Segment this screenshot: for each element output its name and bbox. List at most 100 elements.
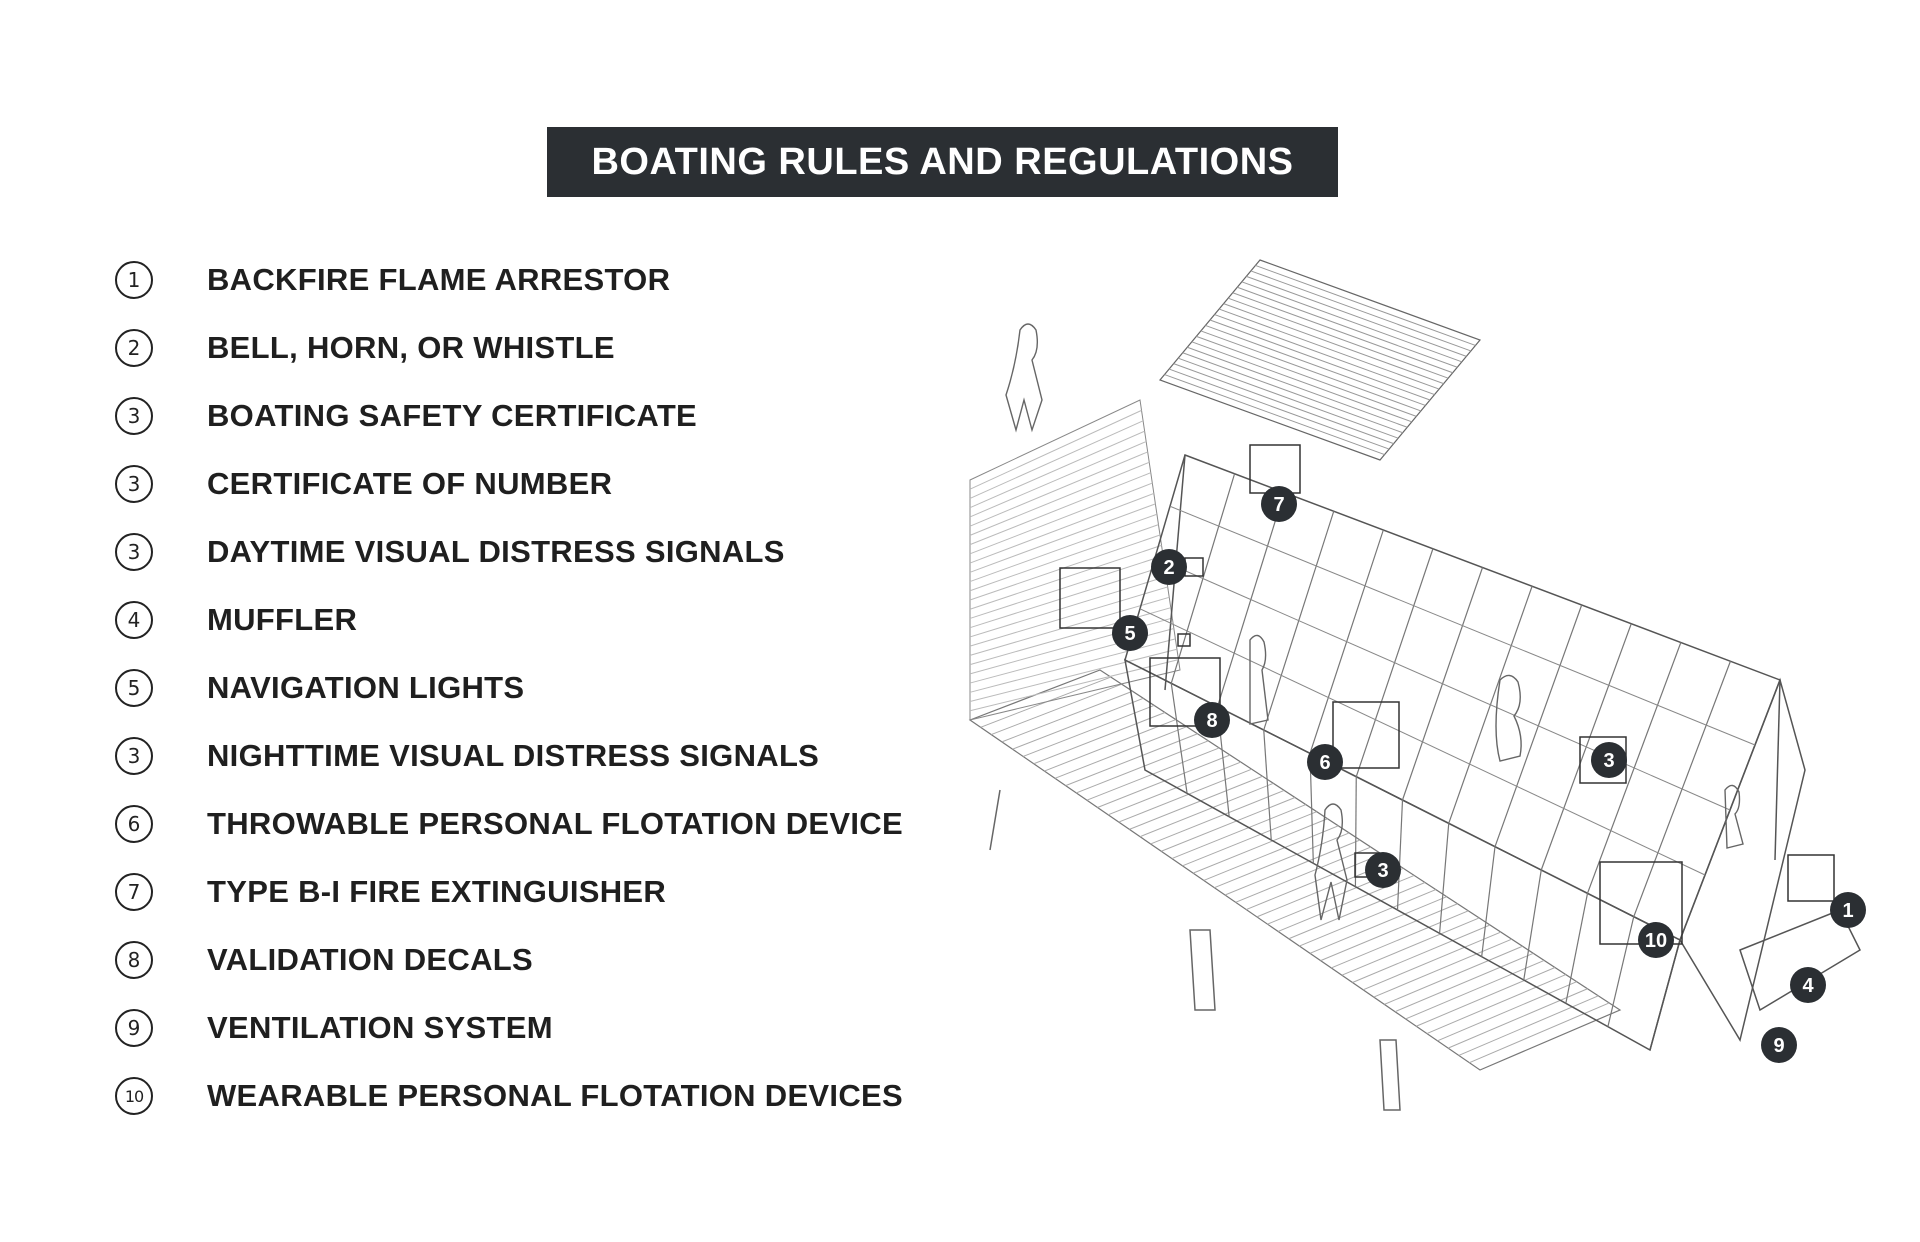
line-stroke [1150, 789, 1285, 845]
marker-circle [1112, 615, 1148, 651]
legend-label: CERTIFICATE OF NUMBER [207, 466, 613, 501]
line-stroke [1481, 846, 1496, 957]
line-stroke [1154, 557, 1731, 811]
legend-number: 9 [115, 1009, 153, 1047]
line-stroke [1309, 896, 1447, 954]
line-stroke [991, 683, 1122, 736]
legend-item: 4 MUFFLER [115, 598, 357, 642]
line-stroke [1203, 825, 1339, 881]
marker-number: 10 [1645, 930, 1667, 952]
callout-marker: 3 [1365, 852, 1401, 888]
line-stroke [1447, 988, 1588, 1049]
line-stroke [1235, 846, 1372, 903]
line-stroke [969, 461, 1150, 536]
line-stroke [1107, 761, 1242, 816]
line-stroke [1331, 910, 1469, 969]
line-stroke [969, 648, 1178, 703]
line-stroke [1352, 924, 1491, 983]
line-stroke [1218, 308, 1440, 390]
legend-number: 8 [115, 941, 153, 979]
line-stroke [1232, 292, 1453, 374]
legend-number: 4 [115, 601, 153, 639]
line-stroke [1426, 974, 1567, 1035]
line-stroke [1164, 374, 1385, 456]
legend-number: 6 [115, 805, 153, 843]
line-stroke [1394, 952, 1534, 1013]
line-stroke [969, 441, 1147, 518]
lower-deck [968, 669, 1622, 1071]
legend-number: 3 [115, 465, 153, 503]
page-title: BOATING RULES AND REGULATIONS [547, 127, 1338, 197]
legend-item: 5 NAVIGATION LIGHTS [115, 666, 524, 710]
line-stroke [1169, 505, 1756, 746]
roof-deck [1158, 259, 1482, 461]
line-stroke [1118, 768, 1252, 823]
legend-label: TYPE B-I FIRE EXTINGUISHER [207, 874, 667, 909]
line-stroke [969, 503, 1156, 573]
line-stroke [1224, 839, 1361, 896]
line-stroke [1139, 782, 1274, 838]
legend-label: VALIDATION DECALS [207, 942, 533, 977]
line-stroke [1022, 704, 1155, 757]
roof-panels [1139, 505, 1756, 876]
line-stroke [1191, 341, 1412, 423]
left-deck [969, 399, 1181, 721]
line-stroke [969, 555, 1164, 619]
line-stroke [969, 544, 1162, 610]
line-stroke [969, 586, 1168, 647]
line-stroke [1228, 297, 1449, 379]
callout-boxes [1059, 444, 1835, 945]
legend-item: 6 THROWABLE PERSONAL FLOTATION DEVICE [115, 802, 903, 846]
legend-number: 2 [115, 329, 153, 367]
marker-circle [1761, 1027, 1797, 1063]
support-posts [989, 789, 1401, 1111]
legend-label: BELL, HORN, OR WHISTLE [207, 330, 615, 365]
callout-marker: 6 [1307, 744, 1343, 780]
callout-marker: 4 [1790, 967, 1826, 1003]
line-stroke [1241, 281, 1462, 363]
line-stroke [1173, 363, 1394, 445]
line-stroke [1373, 938, 1512, 998]
line-stroke [1187, 346, 1408, 428]
line-stroke [969, 524, 1159, 592]
line-stroke [1438, 823, 1450, 934]
callout-marker: 1 [1830, 892, 1866, 928]
line-stroke [1200, 330, 1422, 412]
line-stroke [1214, 832, 1350, 889]
legend-item: 8 VALIDATION DECALS [115, 938, 533, 982]
line-stroke [1196, 335, 1417, 417]
line-stroke [1458, 995, 1599, 1056]
marker-number: 3 [1603, 750, 1614, 772]
legend-label: MUFFLER [207, 602, 358, 637]
line-stroke [969, 576, 1167, 638]
legend-label: WEARABLE PERSONAL FLOTATION DEVICES [207, 1078, 903, 1113]
legend-item: 1 BACKFIRE FLAME ARRESTOR [115, 258, 670, 302]
legend-label: BACKFIRE FLAME ARRESTOR [207, 262, 671, 297]
marker-number: 4 [1802, 975, 1814, 997]
line-stroke [969, 430, 1145, 509]
legend-number: 1 [115, 261, 153, 299]
marker-number: 9 [1773, 1035, 1784, 1057]
line-stroke [1223, 303, 1444, 385]
line-stroke [969, 659, 1179, 712]
marker-circle [1365, 852, 1401, 888]
marker-circle [1194, 702, 1230, 738]
line-stroke [1255, 264, 1476, 346]
marker-circle [1790, 967, 1826, 1003]
line-stroke [1139, 608, 1706, 876]
line-stroke [1341, 917, 1480, 976]
legend-label: THROWABLE PERSONAL FLOTATION DEVICE [207, 806, 903, 841]
line-stroke [1246, 853, 1382, 911]
marker-circle [1591, 742, 1627, 778]
line-stroke [969, 451, 1148, 527]
line-stroke [1299, 889, 1437, 947]
marker-circle [1830, 892, 1866, 928]
legend-label: VENTILATION SYSTEM [207, 1010, 553, 1045]
marker-number: 3 [1377, 860, 1388, 882]
line-stroke [969, 482, 1153, 555]
line-stroke [1209, 319, 1431, 401]
line-stroke [1161, 797, 1296, 852]
left-deck-slats [969, 409, 1179, 712]
line-stroke [1437, 981, 1577, 1042]
